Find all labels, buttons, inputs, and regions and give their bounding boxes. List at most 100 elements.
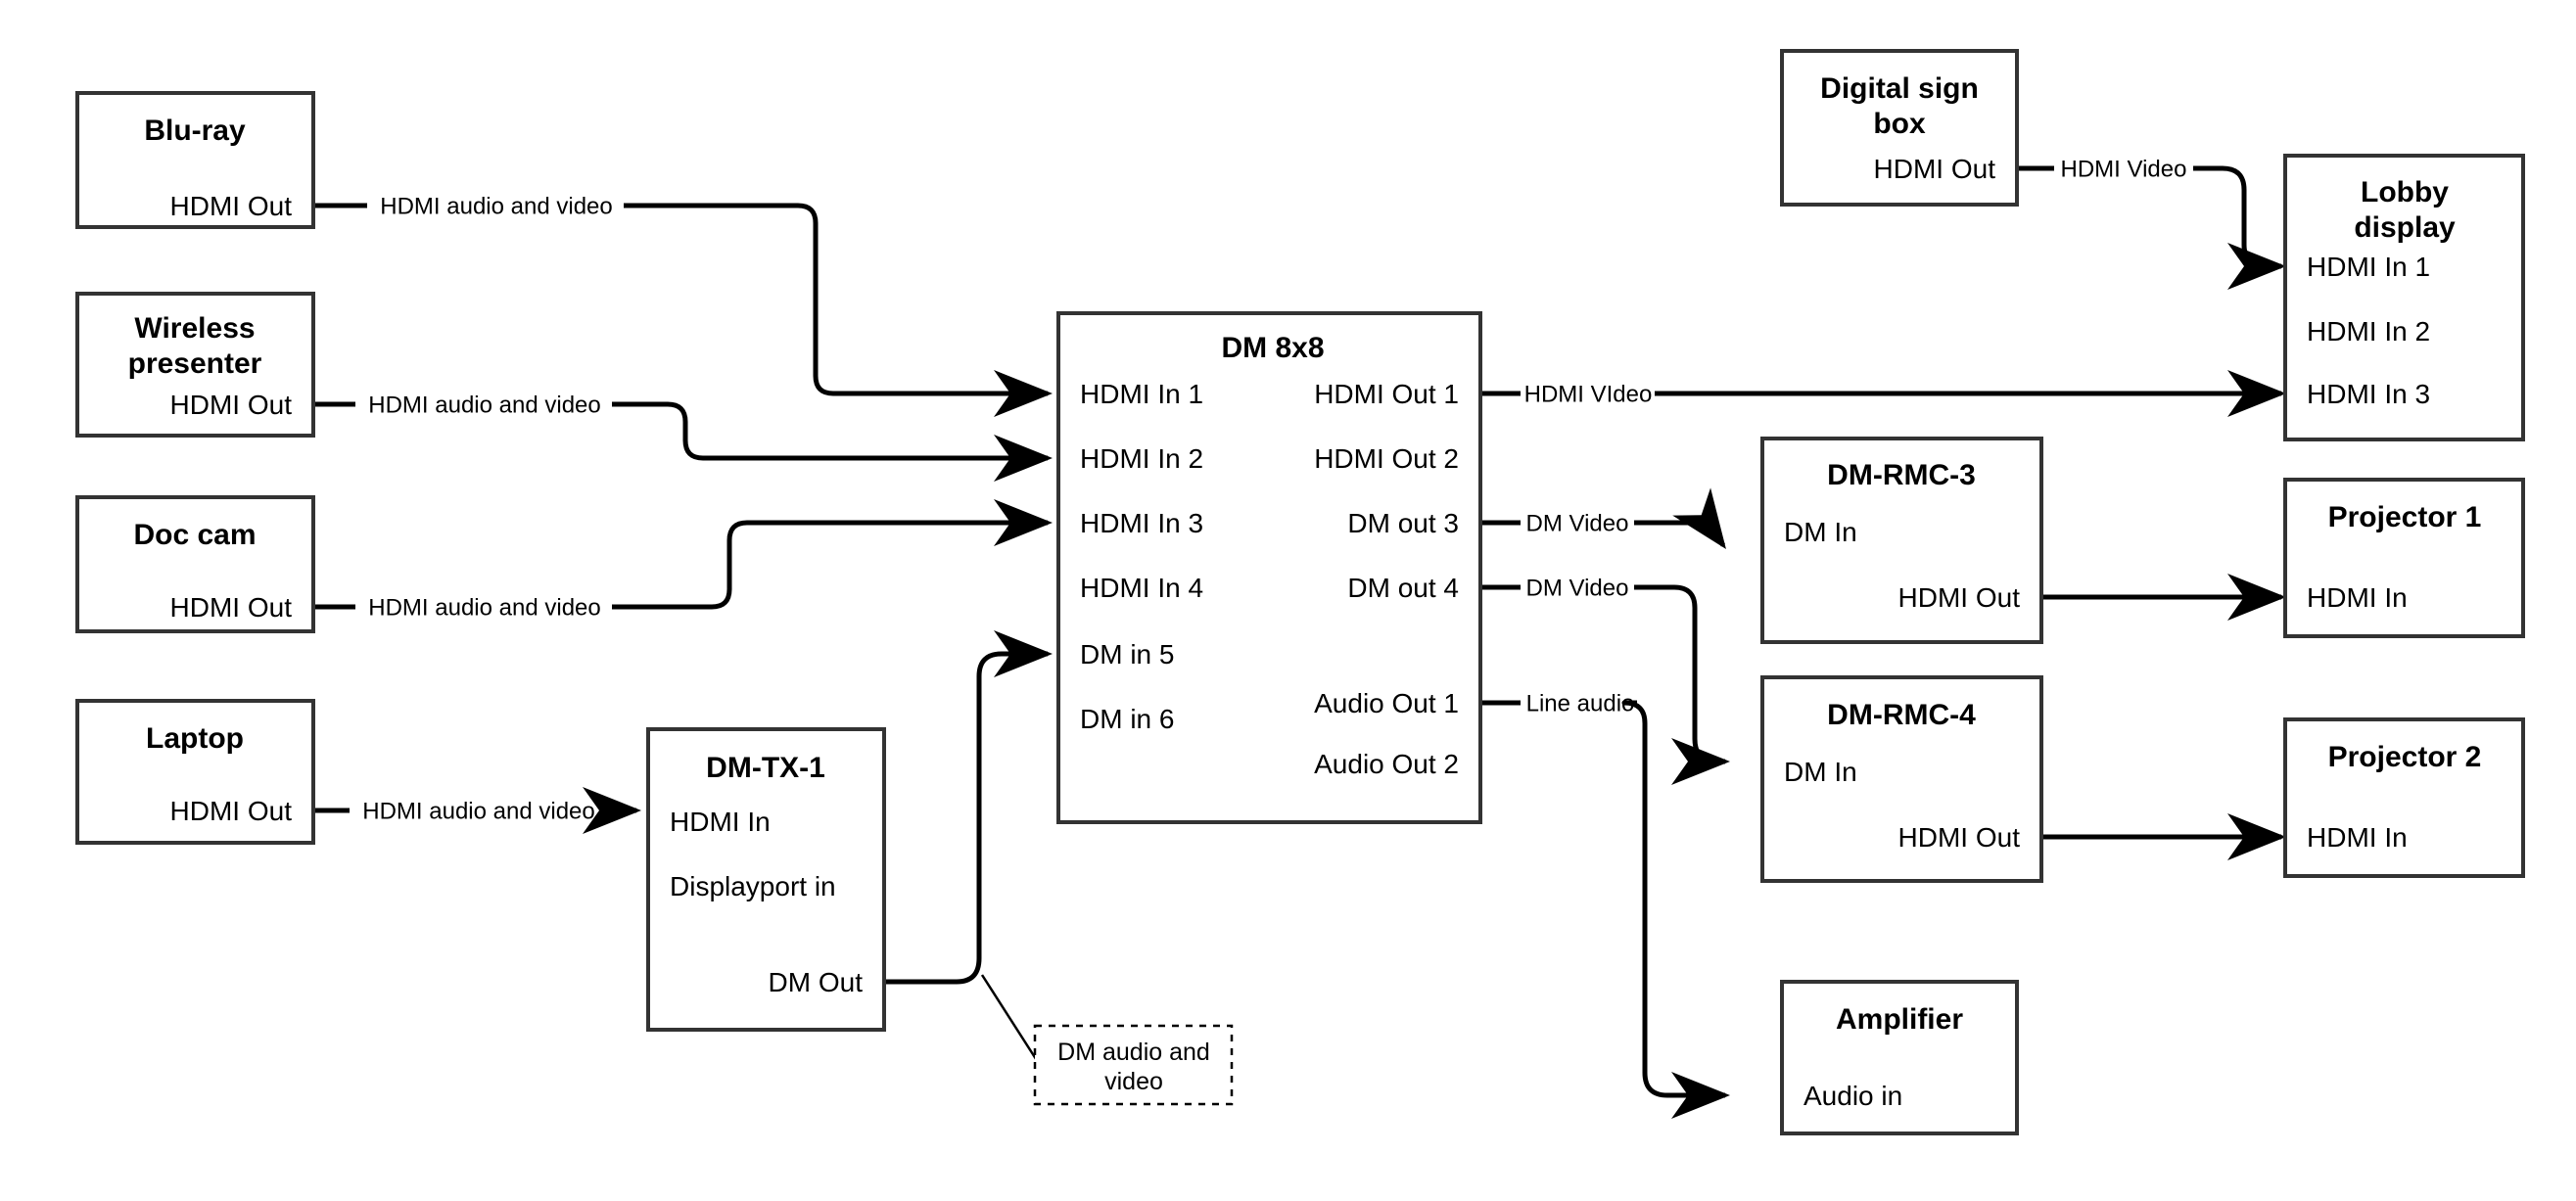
port-label-hdmi-in-3: HDMI In 3 [1080,508,1203,538]
port-label-hdmi-in-2: HDMI In 2 [2307,316,2430,346]
port-label-hdmi-out: HDMI Out [170,390,293,420]
node-bluray[interactable]: Blu-ray HDMI Out [75,91,315,229]
node-title: DM 8x8 [1221,332,1324,364]
node-box [646,727,886,1032]
node-box [1760,675,2043,883]
connection-line [2193,165,2286,291]
port-label-hdmi-out: HDMI Out [1898,822,2021,853]
callout-text-line-1: DM audio and [1057,1039,1210,1066]
port-label-dm-in: DM In [1784,517,1857,547]
port-label-hdmi-out-2: HDMI Out 2 [1314,443,1459,474]
node-projector-1[interactable]: Projector 1 HDMI In [2283,478,2525,638]
node-title: Amplifier [1836,1003,1963,1036]
port-label-dm-out-4: DM out 4 [1347,573,1459,603]
connection-label: HDMI Video [2061,156,2187,182]
port-label-hdmi-out: HDMI Out [1874,154,1996,184]
port-label-hdmi-in-1: HDMI In 1 [2307,252,2430,282]
node-wireless-presenter[interactable]: Wireless presenter HDMI Out [75,292,315,438]
node-lobby-display[interactable]: Lobby display HDMI In 1 HDMI In 2 HDMI I… [2283,154,2525,441]
node-box [2283,478,2525,638]
port-label-dm-out-3: DM out 3 [1347,508,1459,538]
connection-dm8x8-to-rmc4: DM Video [1480,575,1730,786]
node-title-line-2: box [1873,108,1926,140]
connection-label: DM Video [1526,575,1629,601]
connection-wireless-to-dm8x8: HDMI audio and video [313,392,1053,483]
node-box [2283,154,2525,441]
node-box [1780,49,2019,207]
connection-laptop-to-dmtx1: HDMI audio and video [313,787,641,835]
connection-bluray-to-dm8x8: HDMI audio and video [313,193,1053,418]
node-title-line-1: Wireless [134,312,255,345]
node-title-line-1: Lobby [2361,176,2449,208]
connection-dm8x8-to-amplifier: Line audio [1480,690,1730,1120]
node-dm-tx-1[interactable]: DM-TX-1 HDMI In Displayport in DM Out [646,727,886,1032]
connection-dmtx1-to-dm8x8 [884,630,1053,985]
connection-label: HDMI audio and video [362,798,594,824]
port-label-dm-out: DM Out [769,967,864,997]
port-label-hdmi-in: HDMI In [2307,822,2408,853]
port-label-hdmi-in-2: HDMI In 2 [1080,443,1203,474]
port-label-audio-out-2: Audio Out 2 [1314,749,1459,779]
connection-label: HDMI audio and video [368,594,600,621]
node-box [2283,717,2525,878]
connection-line [884,630,1053,985]
port-label-hdmi-in: HDMI In [2307,582,2408,613]
node-title: DM-TX-1 [706,752,825,784]
node-title: DM-RMC-4 [1827,699,1976,731]
node-box [75,699,315,845]
node-projector-2[interactable]: Projector 2 HDMI In [2283,717,2525,878]
port-label-hdmi-out: HDMI Out [1898,582,2021,613]
connection-label: HDMI audio and video [368,392,600,418]
node-amplifier[interactable]: Amplifier Audio in [1780,980,2019,1135]
connection-line [612,499,1053,610]
callout-leader-line [980,974,1040,1063]
node-dm-8x8[interactable]: DM 8x8 HDMI In 1 HDMI In 2 HDMI In 3 HDM… [1056,311,1482,824]
node-box [75,292,315,438]
port-label-dm-in-5: DM in 5 [1080,639,1174,670]
node-box [75,495,315,633]
callout-dm-audio-and-video: DM audio and video [1033,1024,1234,1106]
port-label-audio-out-1: Audio Out 1 [1314,688,1459,718]
port-label-hdmi-in-1: HDMI In 1 [1080,379,1203,409]
node-title: Laptop [146,722,244,755]
node-box [1760,437,2043,644]
port-label-hdmi-in-4: HDMI In 4 [1080,573,1203,603]
connection-label: Line audio [1526,690,1635,716]
connection-label: HDMI VIdeo [1524,381,1653,407]
port-label-displayport-in: Displayport in [670,871,836,901]
node-laptop[interactable]: Laptop HDMI Out [75,699,315,845]
connection-line [1634,584,1730,786]
node-box [1780,980,2019,1135]
connection-dm8x8-to-rmc3: DM Video [1480,487,1726,550]
port-label-dm-in-6: DM in 6 [1080,704,1174,734]
node-digital-sign-box[interactable]: Digital sign box HDMI Out [1780,49,2019,207]
node-title: Projector 2 [2328,741,2482,773]
port-label-hdmi-out: HDMI Out [170,191,293,221]
node-dm-rmc-4[interactable]: DM-RMC-4 DM In HDMI Out [1760,675,2043,883]
node-title-line-2: display [2354,211,2456,244]
node-title: Doc cam [133,519,256,551]
callout-text-line-2: video [1104,1068,1163,1095]
node-box [75,91,315,229]
connections-layer: HDMI audio and video HDMI audio and vide… [313,156,2286,1120]
port-label-audio-in: Audio in [1803,1081,1902,1111]
node-title: DM-RMC-3 [1827,459,1976,491]
node-dm-rmc-3[interactable]: DM-RMC-3 DM In HDMI Out [1760,437,2043,644]
connection-signbox-to-lobby: HDMI Video [2012,156,2286,291]
connection-line [1621,700,1730,1120]
callout-box [1033,1024,1234,1106]
connection-line [612,401,1053,483]
node-title-line-2: presenter [128,347,262,380]
port-label-hdmi-out-1: HDMI Out 1 [1314,379,1459,409]
port-label-hdmi-out: HDMI Out [170,796,293,826]
node-doc-cam[interactable]: Doc cam HDMI Out [75,495,315,633]
connection-label: HDMI audio and video [380,193,612,219]
connection-label: DM Video [1526,510,1629,536]
port-label-dm-in: DM In [1784,757,1857,787]
port-label-hdmi-in-3: HDMI In 3 [2307,379,2430,409]
connection-dm8x8-to-lobby: HDMI VIdeo [1480,370,2286,418]
connection-line [1634,487,1726,550]
node-title: Blu-ray [144,115,246,147]
node-title: Projector 1 [2328,501,2482,533]
node-box [1056,311,1482,824]
